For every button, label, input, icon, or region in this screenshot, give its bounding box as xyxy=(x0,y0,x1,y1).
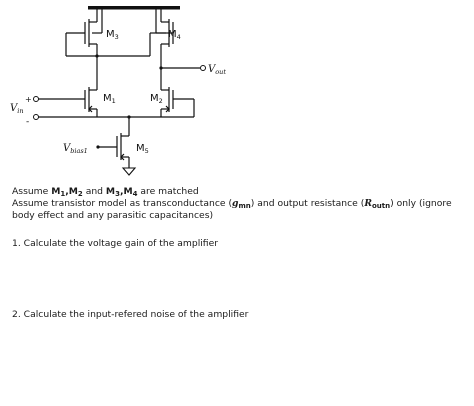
label-m4: M4 xyxy=(168,29,181,41)
question-voltage-gain: 1. Calculate the voltage gain of the amp… xyxy=(12,238,219,249)
label-minus: - xyxy=(26,117,29,127)
label-vin: Vin xyxy=(10,103,24,115)
ground-symbol xyxy=(121,167,137,176)
question-input-noise: 2. Calculate the input-refered noise of … xyxy=(12,309,249,320)
input-terminals xyxy=(33,96,39,120)
differential-amplifier-schematic: M3 M4 M1 M2 M5 Vout Vin Vbias1 + - xyxy=(10,6,226,176)
assumption-matched: Assume M1,M2 and M3,M4 are matched xyxy=(12,186,199,198)
label-plus: + xyxy=(25,95,32,104)
label-vbias1: Vbias1 xyxy=(63,143,88,155)
label-m5: M5 xyxy=(136,143,149,155)
label-m1: M1 xyxy=(103,93,116,105)
label-m2: M2 xyxy=(150,93,163,105)
transistor-m5 xyxy=(96,133,130,168)
transistor-m2 xyxy=(38,68,195,118)
label-vout: Vout xyxy=(208,64,226,76)
assumption-model: Assume transistor model as transconducta… xyxy=(12,198,452,221)
label-m3: M3 xyxy=(106,29,119,41)
transistor-m4 xyxy=(97,9,174,68)
output-node xyxy=(159,65,206,71)
tail-node xyxy=(127,115,131,136)
vdd-rail xyxy=(88,6,180,10)
transistor-m3 xyxy=(65,9,103,60)
transistor-m1 xyxy=(38,60,98,117)
